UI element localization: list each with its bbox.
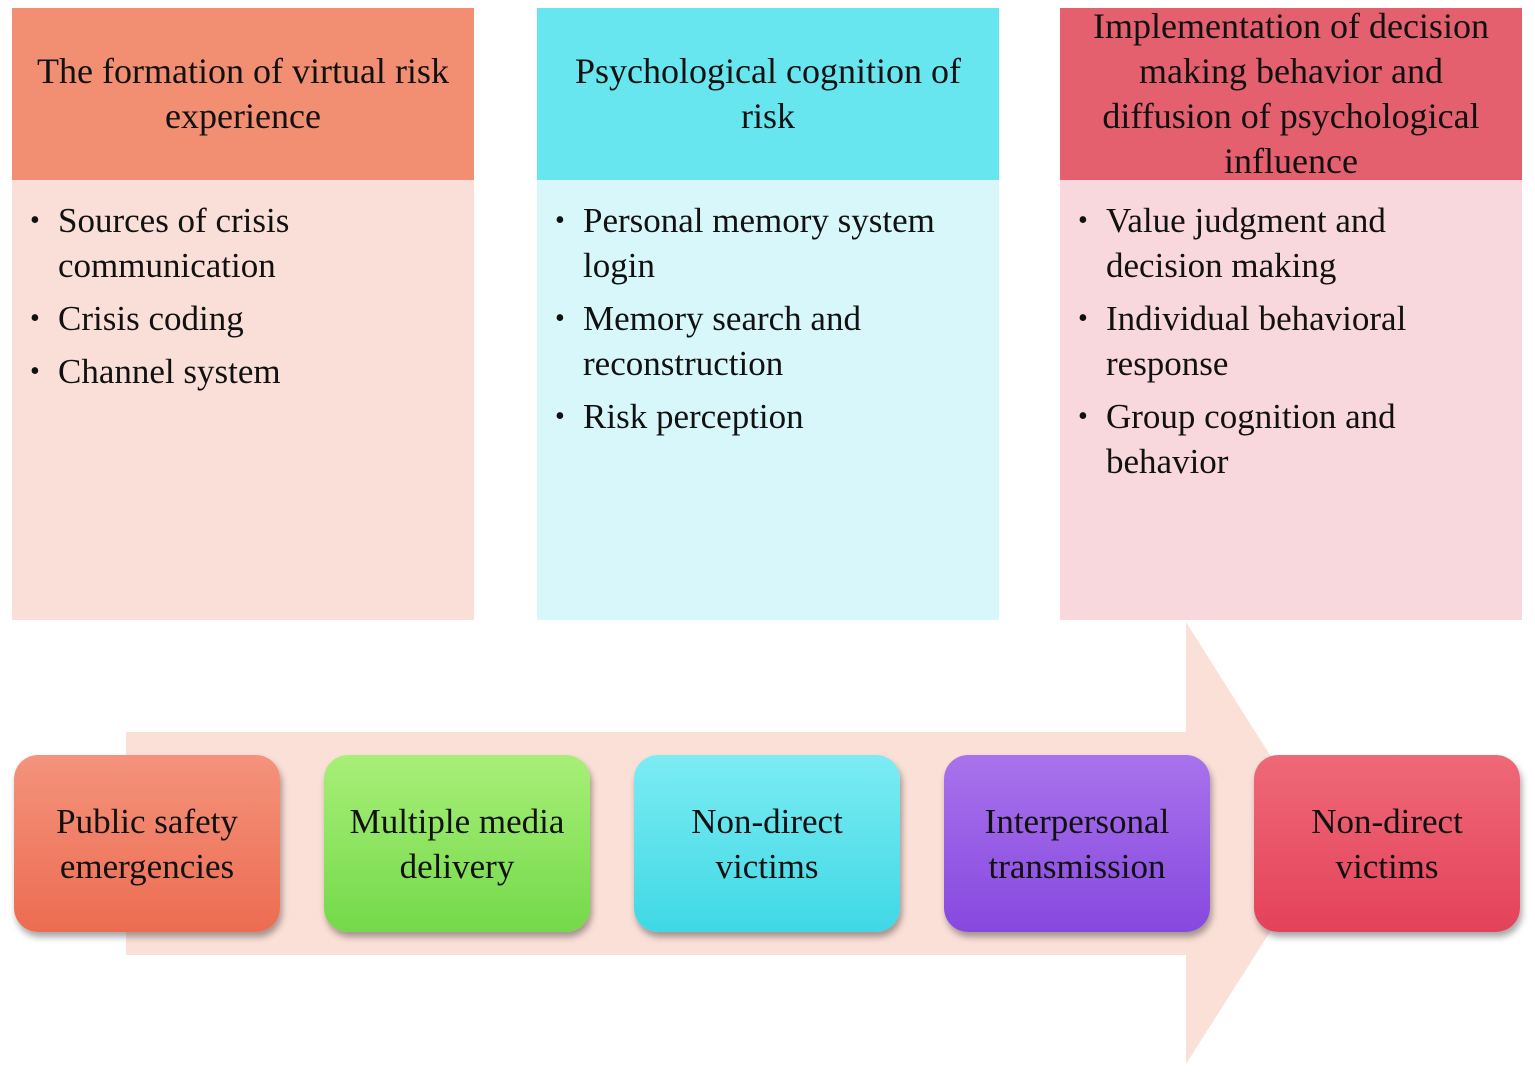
column-title: Implementation of decision making behavi…: [1060, 6, 1522, 181]
flow-step-label: Non-direct victims: [691, 801, 843, 886]
column-title: Psychological cognition of risk: [537, 8, 999, 180]
bullet-list: • Value judgment and decision making • Ind…: [1060, 198, 1522, 484]
list-item: • Sources of crisis communication: [12, 198, 454, 288]
flow-step-non-direct-victims: Non-direct victims: [634, 755, 900, 932]
bullet-marker: •: [555, 303, 565, 334]
column-body: • Sources of crisis communication • Crisis…: [12, 180, 474, 620]
column-psychological-cognition: Psychological cognition of risk • Persona…: [537, 8, 999, 620]
bullet-marker: •: [555, 205, 565, 236]
list-item-text: Personal memory system login: [583, 201, 935, 285]
bullet-marker: •: [1078, 303, 1088, 334]
bullet-marker: •: [30, 356, 40, 387]
bullet-marker: •: [30, 303, 40, 334]
flow-step-non-direct-victims-final: Non-direct victims: [1254, 755, 1520, 932]
list-item-text: Individual behavioral response: [1106, 299, 1407, 383]
list-item-text: Channel system: [58, 352, 281, 391]
list-item-text: Sources of crisis communication: [58, 201, 290, 285]
flow-step-multiple-media-delivery: Multiple media delivery: [324, 755, 590, 932]
flow-step-interpersonal-transmission: Interpersonal transmission: [944, 755, 1210, 932]
bullet-marker: •: [30, 205, 40, 236]
column-body: • Value judgment and decision making • Ind…: [1060, 180, 1522, 620]
bullet-list: • Sources of crisis communication • Crisis…: [12, 198, 474, 394]
list-item: • Personal memory system login: [537, 198, 979, 288]
flow-step-label: Public safety emergencies: [56, 801, 238, 886]
flow-step-label: Multiple media delivery: [349, 801, 565, 886]
list-item: • Individual behavioral response: [1060, 296, 1502, 386]
flow-step-label: Non-direct victims: [1311, 801, 1463, 886]
list-item: • Group cognition and behavior: [1060, 394, 1502, 484]
column-title: The formation of virtual risk experience: [12, 8, 474, 180]
list-item-text: Memory search and reconstruction: [583, 299, 861, 383]
list-item: • Crisis coding: [12, 296, 454, 341]
flow-step-public-safety-emergencies: Public safety emergencies: [14, 755, 280, 932]
list-item: • Memory search and reconstruction: [537, 296, 979, 386]
bullet-marker: •: [555, 401, 565, 432]
list-item-text: Risk perception: [583, 397, 804, 436]
list-item: • Value judgment and decision making: [1060, 198, 1502, 288]
bullet-marker: •: [1078, 401, 1088, 432]
flow-step-label: Interpersonal transmission: [984, 801, 1170, 886]
column-body: • Personal memory system login • Memory se…: [537, 180, 999, 620]
list-item-text: Crisis coding: [58, 299, 244, 338]
bullet-list: • Personal memory system login • Memory se…: [537, 198, 999, 439]
column-virtual-risk-experience: The formation of virtual risk experience…: [12, 8, 474, 620]
list-item: • Risk perception: [537, 394, 979, 439]
bullet-marker: •: [1078, 205, 1088, 236]
column-decision-making-behavior: Implementation of decision making behavi…: [1060, 6, 1522, 620]
list-item-text: Value judgment and decision making: [1106, 201, 1386, 285]
list-item-text: Group cognition and behavior: [1106, 397, 1396, 481]
list-item: • Channel system: [12, 349, 454, 394]
